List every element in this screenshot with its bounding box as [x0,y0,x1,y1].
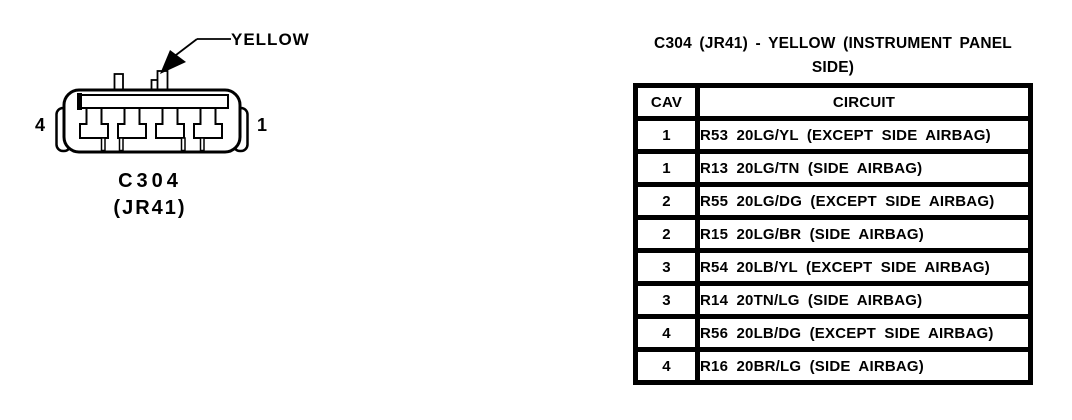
arrowhead-icon [160,50,186,74]
circuit-cell: R53 20LG/YL (EXCEPT SIDE AIRBAG) [695,116,1033,154]
circuit-cell: R14 20TN/LG (SIDE AIRBAG) [695,281,1033,319]
table-title-line1: C304 (JR41) - YELLOW (INSTRUMENT PANEL [654,35,1012,52]
table-row: 2 R15 20LG/BR (SIDE AIRBAG) [633,215,1033,253]
table-row: 1 R13 20LG/TN (SIDE AIRBAG) [633,149,1033,187]
terminal-cavity-3 [117,109,147,139]
table-row: 2 R55 20LG/DG (EXCEPT SIDE AIRBAG) [633,182,1033,220]
column-header-circuit: CIRCUIT [695,83,1033,121]
connector-code: (JR41) [113,197,187,219]
cav-cell: 4 [633,347,700,385]
pin-number-left: 4 [34,115,45,135]
index-tab-left [113,73,124,92]
circuit-cell: R56 20LB/DG (EXCEPT SIDE AIRBAG) [695,314,1033,352]
table-row: 3 R14 20TN/LG (SIDE AIRBAG) [633,281,1033,319]
column-header-cav: CAV [633,83,700,121]
index-tab-yellow [156,70,169,92]
terminal-leg [118,137,124,152]
table-row: 1 R53 20LG/YL (EXCEPT SIDE AIRBAG) [633,116,1033,154]
circuit-cell: R13 20LG/TN (SIDE AIRBAG) [695,149,1033,187]
header-row: CAV CIRCUIT [633,83,1033,121]
terminal-legs [100,137,205,152]
pin-number-right: 1 [256,115,267,135]
circuit-cell: R54 20LB/YL (EXCEPT SIDE AIRBAG) [695,248,1033,286]
terminal-leg [199,137,205,152]
leader-arrow [160,38,231,74]
cav-cell: 2 [633,215,700,253]
wire-color-label: YELLOW [231,30,310,49]
inner-bar-end-mark [77,93,82,110]
inner-bar [78,94,229,109]
table-title-line2: SIDE) [811,59,855,76]
circuit-cell: R55 20LG/DG (EXCEPT SIDE AIRBAG) [695,182,1033,220]
cav-cell: 3 [633,248,700,286]
pinout-table: CAV CIRCUIT 1 R53 20LG/YL (EXCEPT SIDE A… [633,83,1033,385]
table-row: 3 R54 20LB/YL (EXCEPT SIDE AIRBAG) [633,248,1033,286]
terminal-cavity-2 [155,109,185,139]
cav-cell: 1 [633,116,700,154]
circuit-cell: R15 20LG/BR (SIDE AIRBAG) [695,215,1033,253]
cav-cell: 2 [633,182,700,220]
table-row: 4 R56 20LB/DG (EXCEPT SIDE AIRBAG) [633,314,1033,352]
cav-cell: 3 [633,281,700,319]
cav-cell: 1 [633,149,700,187]
terminal-cavity-4 [79,109,109,139]
table-title: C304 (JR41) - YELLOW (INSTRUMENT PANEL S… [633,32,1033,80]
terminal-leg [180,137,186,152]
terminal-cavity-1 [193,109,223,139]
table-row: 4 R16 20BR/LG (SIDE AIRBAG) [633,347,1033,385]
cav-cell: 4 [633,314,700,352]
terminals [79,109,223,139]
leader-line-diagonal [175,38,198,56]
circuit-cell: R16 20BR/LG (SIDE AIRBAG) [695,347,1033,385]
terminal-leg [100,137,106,152]
connector-diagram [55,38,249,154]
connector-name: C304 [118,170,182,192]
